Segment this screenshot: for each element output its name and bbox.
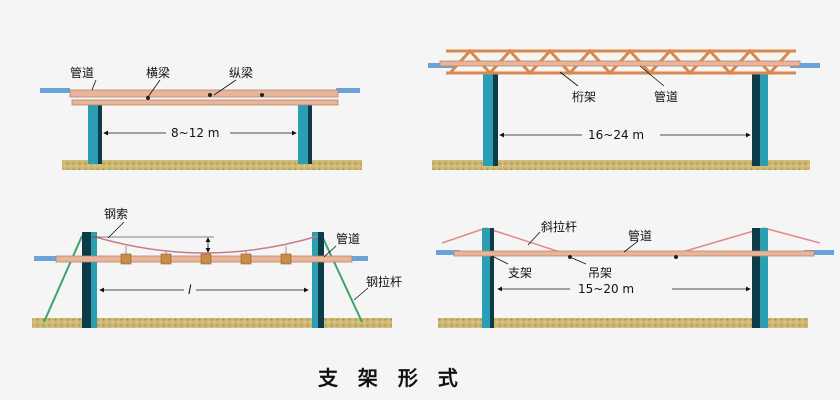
ground <box>62 160 362 170</box>
label-pipe: 管道 <box>70 65 94 80</box>
figure-caption: 支 架 形 式 <box>318 366 460 390</box>
span-dimension: 16~24 m <box>588 128 644 142</box>
panel-stayed-support: 斜拉杆 管道 支架 吊架 15~20 m <box>436 219 834 328</box>
guy-rod-right <box>321 235 363 323</box>
label-stay-rod: 斜拉杆 <box>541 219 577 234</box>
water-right <box>790 63 820 68</box>
water-right <box>344 256 368 261</box>
column-left <box>88 104 98 164</box>
label-pipe: 管道 <box>654 89 678 104</box>
ground <box>432 160 810 170</box>
panel-beam-support: 管道 横梁 纵梁 8~12 m <box>40 65 362 170</box>
column-left <box>483 74 493 166</box>
ground <box>32 318 392 328</box>
column-right <box>752 74 760 166</box>
pipe <box>69 89 339 98</box>
panel-cable-support: 钢索 管道 钢拉杆 l <box>32 207 402 328</box>
label-guy-rod: 钢拉杆 <box>366 274 402 289</box>
column-left <box>82 232 91 328</box>
stay-rods <box>441 227 821 253</box>
water-right <box>336 88 360 93</box>
pipe <box>453 250 815 257</box>
label-pipe: 管道 <box>628 228 652 243</box>
label-cable: 钢索 <box>104 207 128 221</box>
label-support: 支架 <box>508 266 532 280</box>
span-dimension: 15~20 m <box>578 282 634 296</box>
span-dimension: 8~12 m <box>171 126 219 140</box>
steel-cable <box>91 235 319 254</box>
column-right <box>752 228 760 328</box>
label-long-beam: 纵梁 <box>229 65 253 80</box>
ground <box>438 318 808 328</box>
water-left <box>34 256 60 261</box>
long-beam <box>71 99 339 106</box>
column-right <box>312 232 318 328</box>
guy-rod-left <box>43 235 83 323</box>
label-truss: 桁架 <box>572 90 596 104</box>
panel-truss-support: 桁架 管道 16~24 m <box>428 48 820 170</box>
label-hanger: 吊架 <box>588 266 612 280</box>
water-left <box>40 88 70 93</box>
span-dimension: l <box>188 283 192 297</box>
column-left <box>482 228 490 328</box>
water-left <box>436 250 460 255</box>
label-cross-beam: 横梁 <box>146 65 170 80</box>
label-pipe: 管道 <box>336 231 360 246</box>
column-right <box>298 104 308 164</box>
water-right <box>804 250 834 255</box>
pipe <box>439 60 801 67</box>
